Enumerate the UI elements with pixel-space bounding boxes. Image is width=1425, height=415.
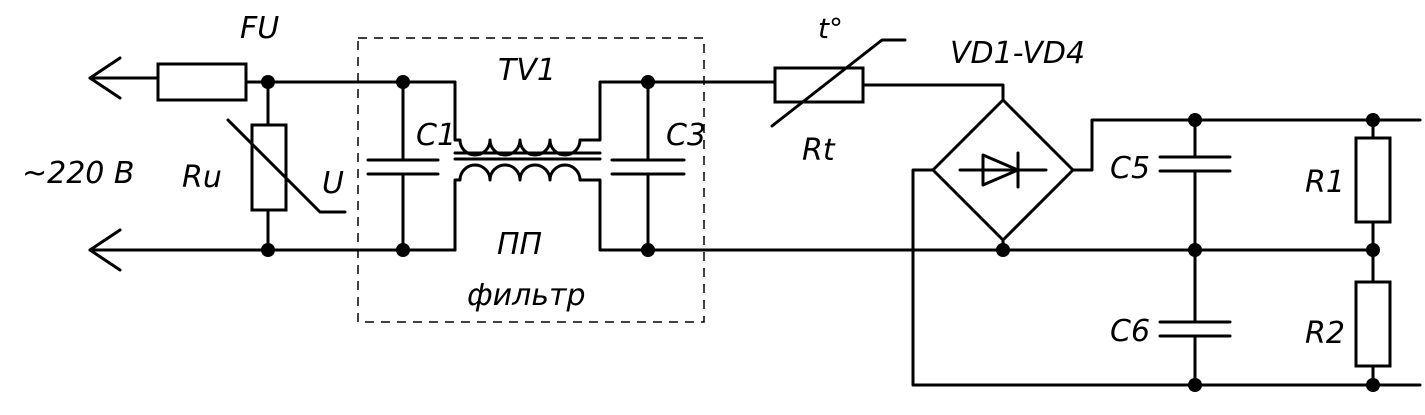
- resistor-r1: [1354, 118, 1392, 284]
- capacitor-c3: [610, 80, 686, 252]
- input-terminal-bottom: [88, 228, 270, 272]
- label-supply: ~220 В: [22, 156, 135, 191]
- label-bridge: VD1-VD4: [950, 36, 1085, 71]
- varistor-slash: [226, 118, 347, 214]
- varistor-ru: [250, 123, 288, 212]
- fuse-fu: [156, 62, 248, 102]
- label-tv1: TV1: [498, 53, 556, 88]
- capacitor-c1: [366, 80, 440, 252]
- filter-enclosure: [357, 37, 705, 323]
- diode-bridge-vd1-vd4: [931, 98, 1075, 252]
- resistor-r2: [1354, 280, 1392, 387]
- label-ru: Ru: [182, 160, 222, 195]
- choke-tv1: [453, 80, 645, 252]
- thermistor-rt: [773, 66, 865, 104]
- junction-dots: [261, 75, 1380, 392]
- label-u: U: [322, 166, 344, 201]
- label-thermistor-param: t°: [818, 12, 843, 45]
- label-c3: C3: [666, 118, 706, 153]
- thermistor-slash: [770, 38, 907, 128]
- label-filter-line2: фильтр: [467, 278, 586, 313]
- label-fu: FU: [240, 11, 279, 46]
- label-filter-line1: ПП: [497, 227, 542, 262]
- label-r2: R2: [1305, 316, 1345, 351]
- label-rt: Rt: [802, 133, 836, 168]
- capacitor-c5: [1158, 118, 1232, 252]
- label-c6: C6: [1110, 314, 1150, 349]
- label-r1: R1: [1305, 165, 1345, 200]
- capacitor-c6: [1158, 248, 1232, 387]
- input-terminal-top: [88, 56, 160, 100]
- label-c5: C5: [1110, 151, 1150, 186]
- label-c1: C1: [416, 118, 456, 153]
